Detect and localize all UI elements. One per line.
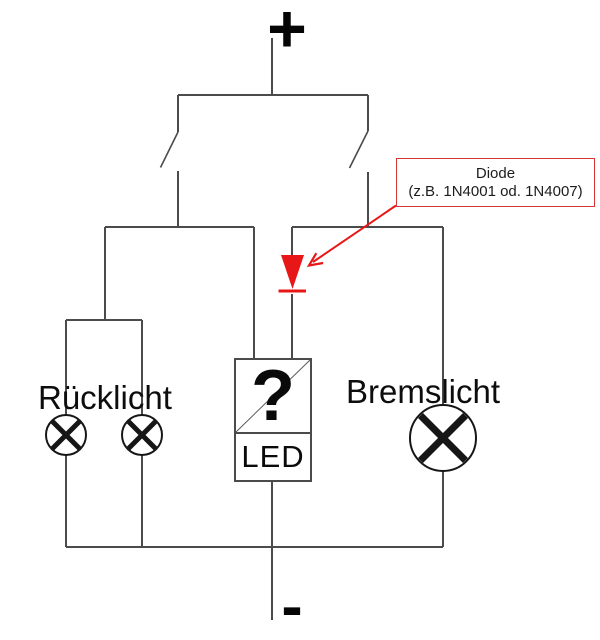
diode-annotation-detail: (z.B. 1N4001 od. 1N4007) (408, 182, 583, 200)
negative-terminal-label: - (281, 570, 303, 640)
diode-annotation-box: Diode (z.B. 1N4001 od. 1N4007) (396, 158, 595, 207)
brake-lamp-icon (409, 404, 477, 472)
wires (65, 38, 444, 620)
switch-left-blade-icon (159, 131, 179, 168)
led-module-diagonal (235, 359, 311, 433)
brake-light-label: Bremslicht (346, 373, 501, 410)
led-module-box (234, 358, 312, 482)
leader-line (312, 204, 397, 263)
tail-light-label: Rücklicht (38, 379, 172, 416)
leader-arrowhead (306, 252, 324, 268)
diode-annotation-title: Diode (475, 164, 516, 182)
positive-terminal-label: + (267, 0, 307, 67)
diode-triangle (281, 255, 304, 289)
diode-icon (278, 255, 306, 293)
led-label: LED (241, 439, 305, 474)
tail-lamp-left-icon (45, 414, 87, 456)
tail-lamp-right-icon (121, 414, 163, 456)
switch-right-blade-icon (348, 130, 369, 169)
annotation-leader-arrow-icon (306, 204, 397, 268)
unknown-component-label: ? (251, 356, 295, 436)
